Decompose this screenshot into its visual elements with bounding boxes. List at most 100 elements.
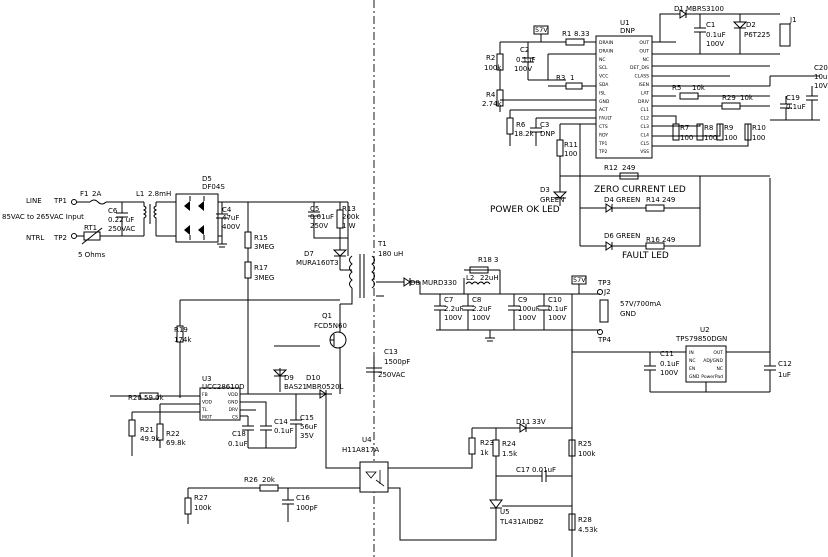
- r6-label: R6: [516, 121, 526, 129]
- resistor-r14: [645, 204, 665, 212]
- q1-value: FCD5N60: [314, 322, 347, 330]
- u3-pin-label: CS: [232, 415, 238, 421]
- zero-current-led-label: ZERO CURRENT LED: [594, 185, 686, 195]
- c20-value: 10uF: [814, 73, 828, 81]
- tp4-terminal: [597, 329, 603, 335]
- transformer-t1: [349, 254, 375, 298]
- inductor-l1: [142, 201, 176, 237]
- capacitor-c16: [282, 488, 294, 522]
- d8-value: MURD330: [422, 279, 457, 287]
- resistor-r24: [492, 439, 500, 457]
- r11-label: R11: [564, 141, 578, 149]
- u1-pin-label: SDA: [599, 82, 609, 88]
- t1-label: T1: [377, 240, 387, 248]
- d1-value: MBRS3100: [686, 5, 724, 13]
- u2-pin-label: NC: [689, 358, 696, 364]
- capacitor-c1: [686, 13, 740, 54]
- fuse-f1: [89, 199, 107, 205]
- u1-value: DNP: [620, 27, 635, 35]
- r3-label: R3: [556, 74, 565, 82]
- resistor-r5: [679, 92, 699, 100]
- resistor-r29: [721, 102, 741, 110]
- r3-value: 1: [570, 74, 574, 82]
- shunt-regulator-u5: [489, 499, 572, 532]
- tp3-terminal: [597, 289, 603, 295]
- r29-value: 10k: [740, 94, 754, 102]
- mosfet-q1: [329, 304, 347, 394]
- r28-label: R28: [578, 516, 592, 524]
- u3-pin-label: VDD: [202, 400, 213, 406]
- c4-value: 47uF: [222, 214, 239, 222]
- r27-value: 100k: [194, 504, 212, 512]
- u1-pin-label: TP2: [598, 149, 607, 155]
- d9-value: BAS21: [284, 383, 307, 391]
- r1-value: 8.33: [574, 30, 590, 38]
- c14-value: 0.1uF: [274, 427, 294, 435]
- c10-label: C10: [548, 296, 562, 304]
- resistor-r26: [259, 484, 279, 492]
- f1-value: 2A: [92, 190, 101, 198]
- r22-label: R22: [166, 430, 180, 438]
- u1-pin-label: CLASS: [634, 74, 649, 80]
- u1-pin-label: LAT: [641, 90, 649, 96]
- c6-label: C6: [108, 207, 118, 215]
- r2-label: R2: [486, 54, 495, 62]
- j2-label: J2: [603, 288, 611, 296]
- u3-pin-label: FB: [202, 392, 208, 398]
- u1-pin-label: CL3: [640, 124, 649, 130]
- r25-value: 100k: [578, 450, 596, 458]
- u1-pin-label: NC: [642, 57, 649, 63]
- power-ok-led-label: POWER OK LED: [490, 205, 560, 215]
- tp1-label: TP1: [53, 197, 67, 205]
- c19-label: C19: [786, 94, 800, 102]
- c3-value: DNP: [540, 130, 555, 138]
- c1-rating: 100V: [706, 40, 724, 48]
- f1-label: F1: [80, 190, 88, 198]
- resistor-r11: [556, 139, 564, 157]
- input-range-label: 85VAC to 265VAC Input: [2, 213, 84, 221]
- input-section: TP1 LINE 85VAC to 265VAC Input TP2 NTRL …: [2, 175, 248, 259]
- u3-pin-label: DRV: [229, 407, 239, 413]
- resistor-r18: [469, 266, 489, 274]
- c10-rating: 100V: [548, 314, 566, 322]
- led-d3: [552, 176, 568, 206]
- u1-pin-label: GND: [599, 99, 610, 105]
- c8-value: 2.2uF: [472, 305, 492, 313]
- u2-value: TPS79850DGN: [675, 335, 727, 343]
- resistor-r3: [565, 82, 583, 90]
- u1-pin-label: ISL: [599, 90, 606, 96]
- r24-value: 1.5k: [502, 450, 518, 458]
- c4-rating: 400V: [222, 223, 240, 231]
- u1-pin-label: RDY: [599, 132, 608, 138]
- u2-pin-label: PowerPad: [701, 374, 723, 380]
- u2-pin-label: ADJ/GND: [703, 358, 723, 364]
- c13-value: 1500pF: [384, 358, 410, 366]
- c4-label: C4: [222, 206, 232, 214]
- secondary-section: D8 MURD330 R18 3 L2 22uH C7 2.2uF 100V C…: [376, 178, 792, 557]
- gnd-label: GND: [620, 310, 636, 318]
- c18-label: C18: [232, 430, 246, 438]
- r8-label: R8: [704, 124, 713, 132]
- led-d4: [605, 203, 613, 213]
- c7-label: C7: [444, 296, 453, 304]
- c2-value: 0.1uF: [516, 56, 536, 64]
- fault-led-label: FAULT LED: [622, 251, 669, 261]
- c12-label: C12: [778, 360, 792, 368]
- r6-value: 18.2k: [514, 130, 535, 138]
- r12-value: 249: [622, 164, 635, 172]
- r5-label: R5: [672, 84, 681, 92]
- r10-label: R10: [752, 124, 766, 132]
- capacitor-c4: [216, 202, 228, 236]
- capacitor-c19: [780, 96, 792, 120]
- r17-label: R17: [254, 264, 268, 272]
- r17-value: 3MEG: [254, 274, 274, 282]
- u1-pin-label: CL5: [640, 141, 649, 147]
- u1-pin-label: DRIV: [638, 99, 650, 105]
- c9-label: C9: [518, 296, 527, 304]
- c13-label: C13: [384, 348, 398, 356]
- tvs-d2: [732, 14, 748, 54]
- l2-label: L2: [466, 274, 474, 282]
- ntrl-label: NTRL: [26, 234, 44, 242]
